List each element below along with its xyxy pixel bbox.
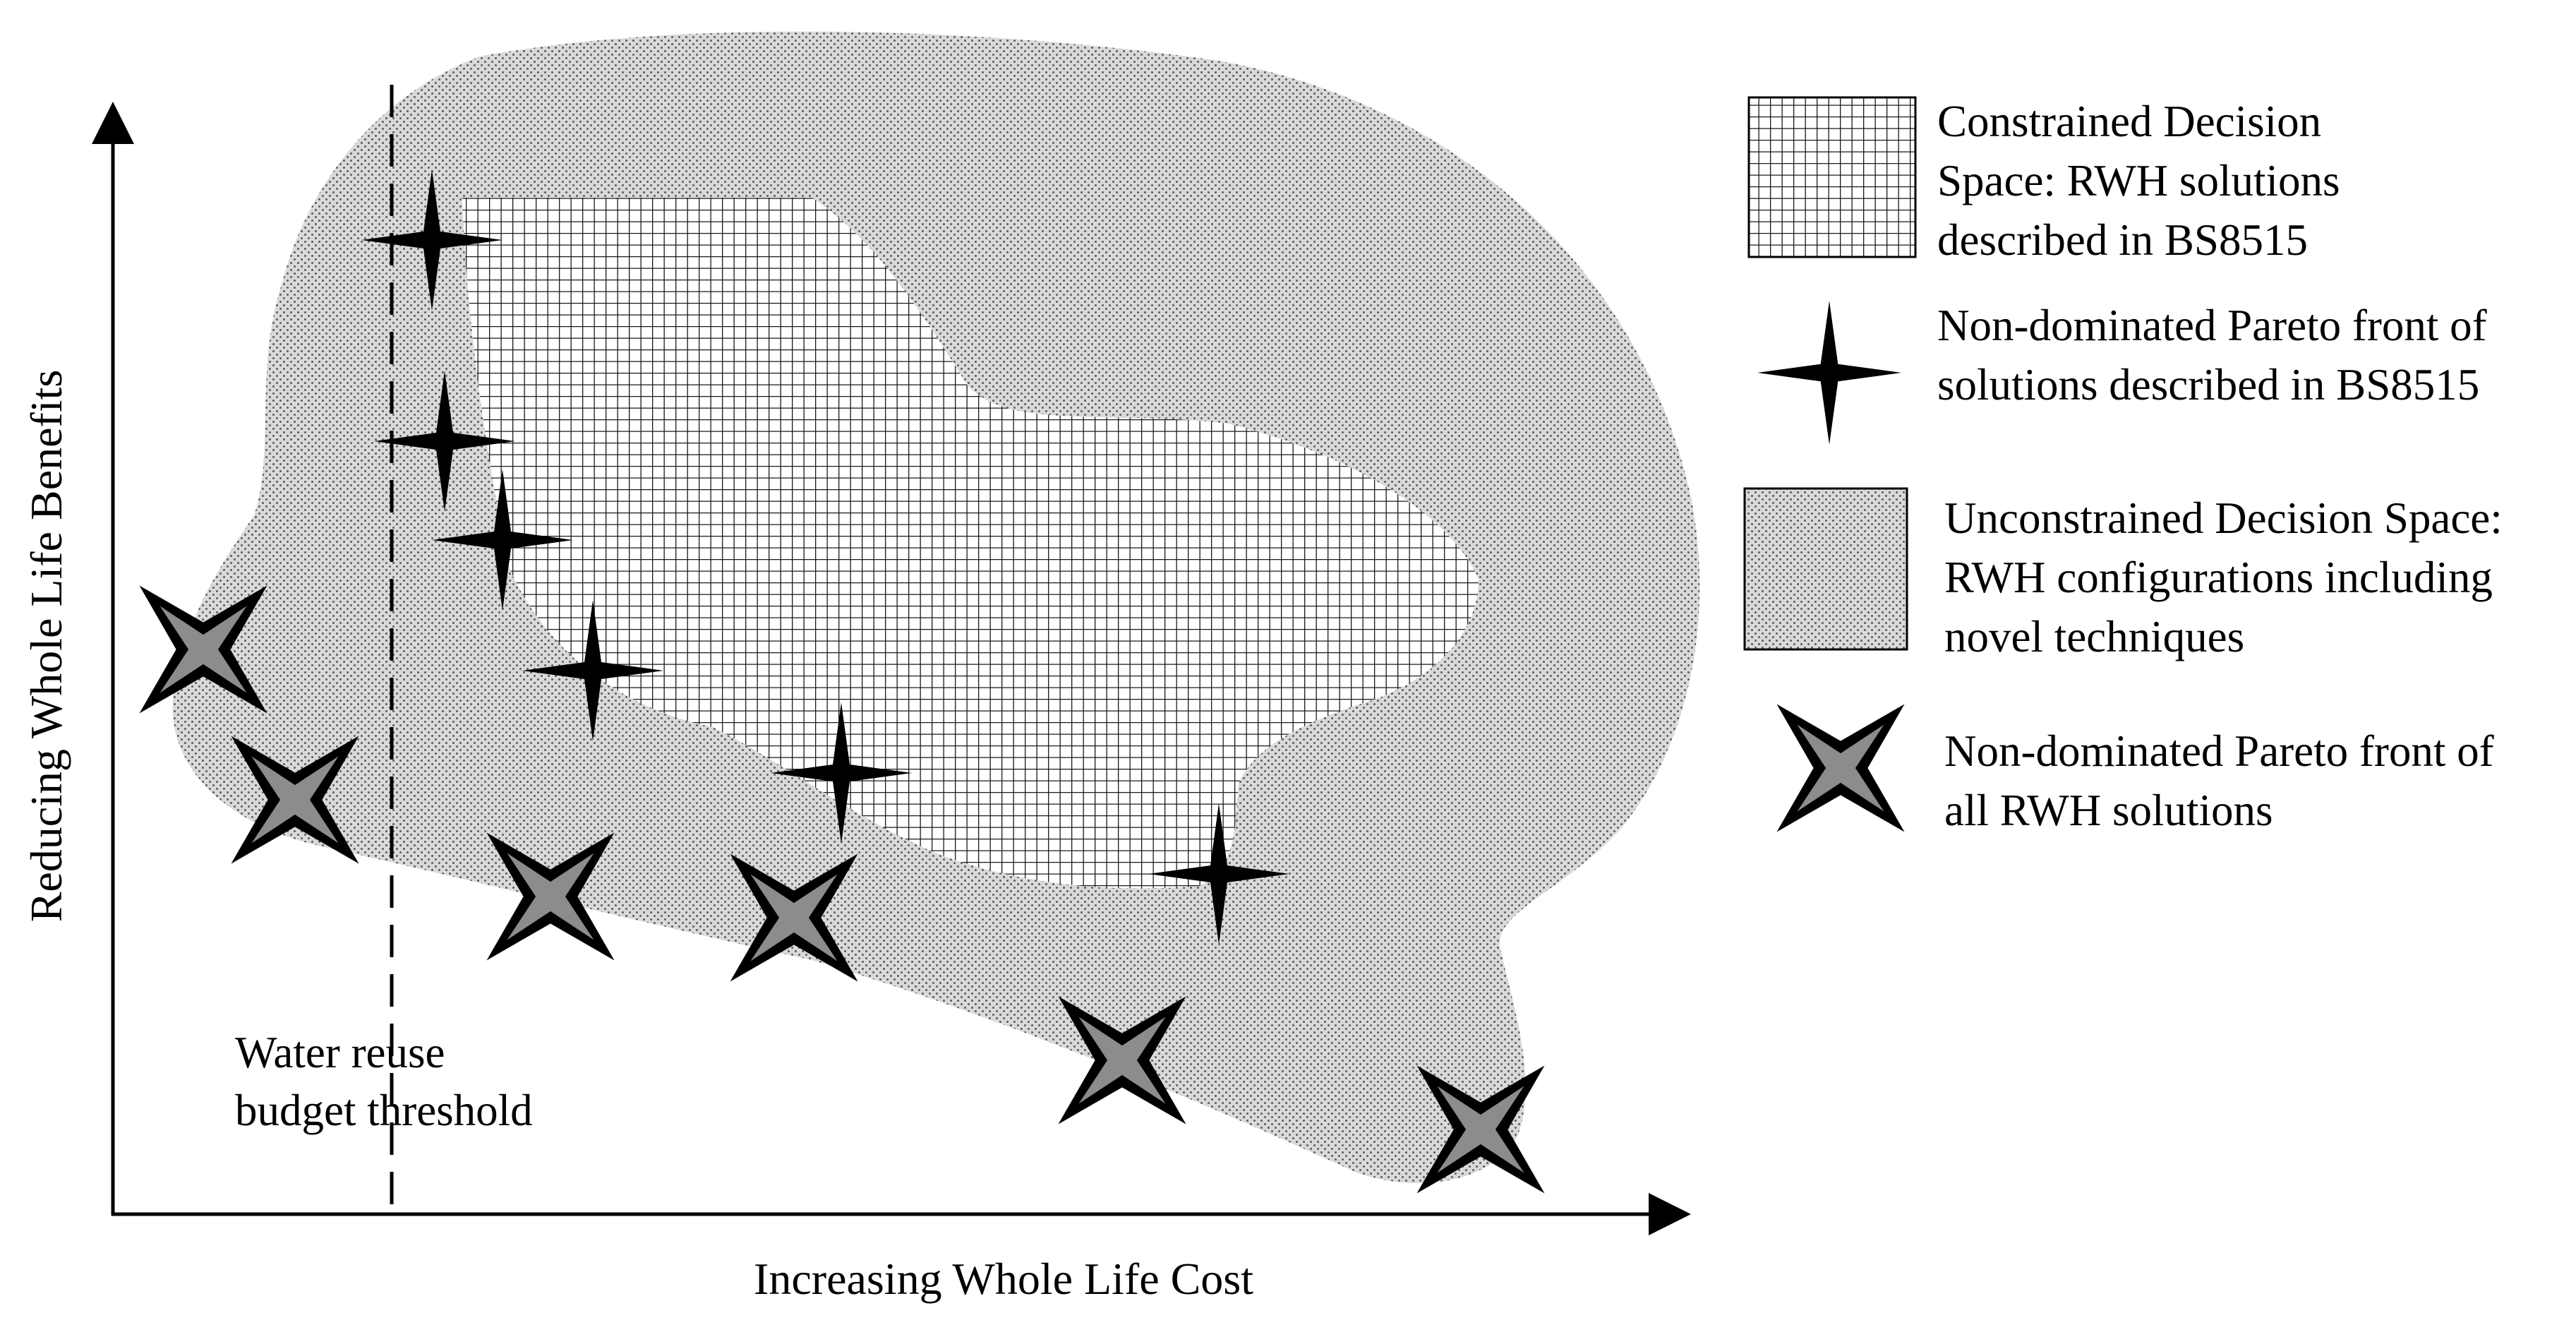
bs8515-star-marker-2: [374, 371, 515, 512]
rwh-xstar-marker-1: [139, 585, 267, 714]
bs8515-pareto-front-markers: [361, 169, 1289, 945]
all-rwh-pareto-front-markers: [139, 585, 1545, 1194]
legend-unconstrained-text: Unconstrained Decision Space: RWH config…: [1944, 488, 2503, 666]
legend-unconstrained-line2: RWH configurations including: [1944, 553, 2493, 602]
legend-dot-swatch: [1743, 487, 1908, 651]
bs8515-star-marker-6: [1148, 803, 1289, 945]
constrained-decision-space-region: [462, 198, 1479, 889]
threshold-label-line1: Water reuse: [235, 1028, 445, 1077]
legend-constrained-line2: Space: RWH solutions: [1937, 156, 2340, 205]
rwh-xstar-marker-2: [231, 736, 359, 864]
rwh-xstar-marker-3: [486, 832, 615, 961]
legend-bs8515-front-line2: solutions described in BS8515: [1937, 360, 2480, 409]
legend-grid-swatch: [1747, 96, 1917, 258]
legend-unconstrained-line3: novel techniques: [1944, 612, 2245, 661]
bs8515-star-marker-5: [771, 702, 912, 844]
legend-bs8515-front-text: Non-dominated Pareto front of solutions …: [1937, 296, 2487, 414]
bs8515-star-marker-1: [361, 169, 502, 311]
legend-black-star-icon: [1757, 301, 1901, 445]
y-axis-label: Reducing Whole Life Benefits: [21, 370, 71, 923]
bs8515-star-marker-3: [432, 469, 573, 611]
legend-all-front-line1: Non-dominated Pareto front of: [1944, 726, 2494, 776]
legend-all-front-line2: all RWH solutions: [1944, 786, 2273, 835]
threshold-label-line2: budget threshold: [235, 1086, 533, 1135]
legend-all-front-text: Non-dominated Pareto front of all RWH so…: [1944, 721, 2494, 840]
legend-bs8515-front-line1: Non-dominated Pareto front of: [1937, 301, 2487, 350]
x-axis-label: Increasing Whole Life Cost: [754, 1254, 1253, 1304]
legend-constrained-text: Constrained Decision Space: RWH solution…: [1937, 92, 2340, 270]
legend-constrained-line3: described in BS8515: [1937, 215, 2308, 265]
legend-constrained-line1: Constrained Decision: [1937, 97, 2322, 146]
rwh-xstar-marker-6: [1416, 1065, 1545, 1194]
rwh-xstar-marker-5: [1058, 996, 1186, 1125]
rwh-xstar-marker-4: [730, 853, 858, 982]
bs8515-star-marker-4: [522, 600, 663, 741]
legend-grey-xstar-icon: [1776, 704, 1905, 832]
legend-unconstrained-line1: Unconstrained Decision Space:: [1944, 493, 2503, 543]
